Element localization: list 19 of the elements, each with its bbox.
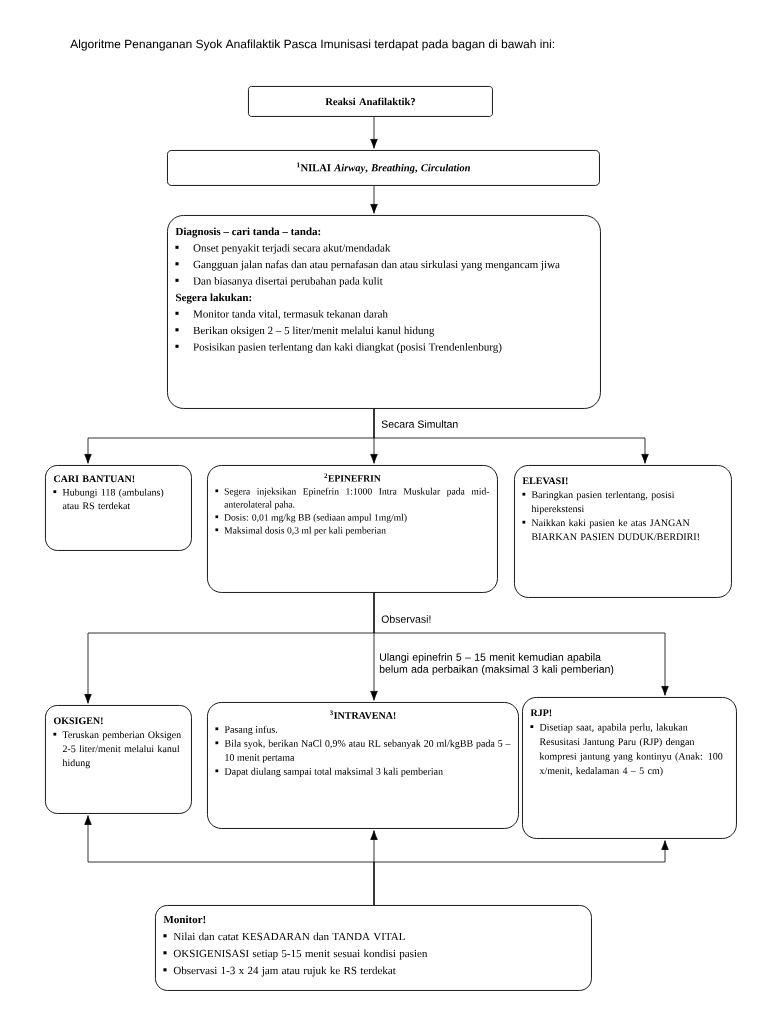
edge-label: Observasi!: [380, 614, 433, 624]
edge-label: Ulangi epinefrin 5 – 15 menit kemudian apabila belum ada perbaikan (maksimal 3 kali pemberian): [378, 652, 616, 676]
process-box: OKSIGEN! Teruskan pemberian Oksigen 2-5 liter/menit melalui kanul hidung: [45, 705, 192, 814]
edge-label: Secara Simultan: [380, 419, 460, 429]
arrow: [370, 116, 378, 149]
process-box: $^{1}$NILAI Airway, Breathing, Circulation: [167, 150, 600, 186]
arrow: [373, 408, 649, 464]
title: Algoritme Penanganan Syok Anafilaktik Pasca Imunisasi terdapat pada bagan di bawah ini:: [70, 39, 554, 51]
process-box: Diagnosis – cari tanda – tanda: Onset penyakit terjadi secara akut/mendadak Gangguan jalan nafas dan atau pernafasan dan atau sirkulasi yang mengancam jiwa Dan biasanya disertai perubahan pada kulit Segera lakukan: Monitor tanda vital, termasuk tekanan darah Berikan oksigen 2 – 5 liter/menit melalui kanul hidung Posisikan pasien terlentang dan kaki diangkat (posisi Trendenlenburg): [167, 215, 601, 409]
arrow: [373, 592, 669, 696]
process-box: ELEVASI! Baringkan pasien terlentang, posisi hiperekstensi Naikkan kaki pasien ke atas JANGAN BIARKAN PASIEN DUDUK/BERDIRI!: [514, 465, 732, 598]
process-box: RJP! Disetiap saat, apabila perlu, lakukan Resusitasi Jantung Paru (RJP) dengan kompresi jantung yang kontinyu (Anak: 100 x/menit, kedalaman 4 – 5 cm): [522, 697, 737, 839]
process-box: Reaksi Anafilaktik?: [248, 86, 493, 117]
process-box: CARI BANTUAN! Hubungi 118 (ambulans) atau RS terdekat: [45, 465, 192, 551]
process-box: $^{3}$INTRAVENA! Pasang infus. Bila syok, berikan NaCl 0,9% atau RL sebanyak 20 ml/kgBB pada 5 – 10 menit pertama Dapat diulang sampai total maksimal 3 kali pemberian: [207, 702, 519, 829]
process-box: $^{2}$EPINEFRIN Segera injeksikan Epinefrin 1:1000 Intra Muskular pada mid-anterolateral paha. Dosis: 0,01 mg/kg BB (sediaan ampul 1mg/ml) Maksimal dosis 0,3 ml per kali pemberian: [207, 465, 498, 593]
process-box: Monitor! Nilai dan catat KESADARAN dan TANDA VITAL OKSIGENISASI setiap 5-15 menit sesuai kondisi pasien Observasi 1-3 x 24 jam atau rujuk ke RS terdekat: [155, 905, 592, 991]
arrow: [370, 185, 378, 214]
arrow: [373, 840, 669, 906]
